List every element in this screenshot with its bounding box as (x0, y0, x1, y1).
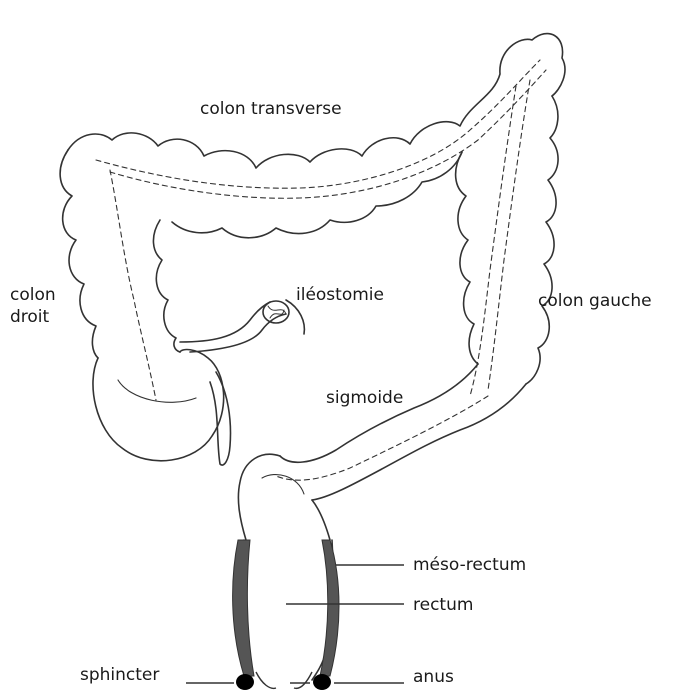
label-anus: anus (413, 666, 454, 688)
meso-rectum-right (320, 540, 339, 676)
label-rectum: rectum (413, 594, 473, 616)
right-colon-lumen (110, 170, 156, 400)
left-colon-lumen (488, 80, 530, 390)
anal-canal (256, 672, 312, 688)
cecum-inner (118, 380, 196, 402)
sphincter-right (313, 674, 331, 690)
label-sphincter: sphincter (80, 664, 159, 686)
left-colon-outline (526, 96, 558, 384)
meso-rectum-left (233, 540, 254, 676)
sigmoid-loop (238, 454, 280, 540)
right-colon-outline (60, 150, 98, 358)
left-colon-inner-edge (456, 152, 478, 364)
label-colon-gauche: colon gauche (538, 290, 652, 312)
label-ileostomie: iléostomie (296, 284, 384, 306)
label-sigmoide: sigmoide (326, 387, 403, 409)
label-meso-rectum: méso-rectum (413, 554, 526, 576)
transverse-colon-lumen (96, 60, 540, 188)
cecum-outline (93, 350, 224, 461)
sphincter-left (236, 674, 254, 690)
sigmoid-loop-right (312, 500, 330, 540)
label-colon-droit: colon droit (10, 284, 56, 328)
ileum-lower (190, 314, 286, 352)
transverse-colon-lumen-2 (110, 70, 546, 198)
right-colon-inner-edge (153, 220, 180, 352)
sigmoid-inner-edge (280, 364, 478, 462)
sigmoid-loop-inner (262, 475, 304, 494)
label-colon-transverse: colon transverse (200, 98, 342, 120)
transverse-colon-inner-edge (172, 152, 462, 238)
